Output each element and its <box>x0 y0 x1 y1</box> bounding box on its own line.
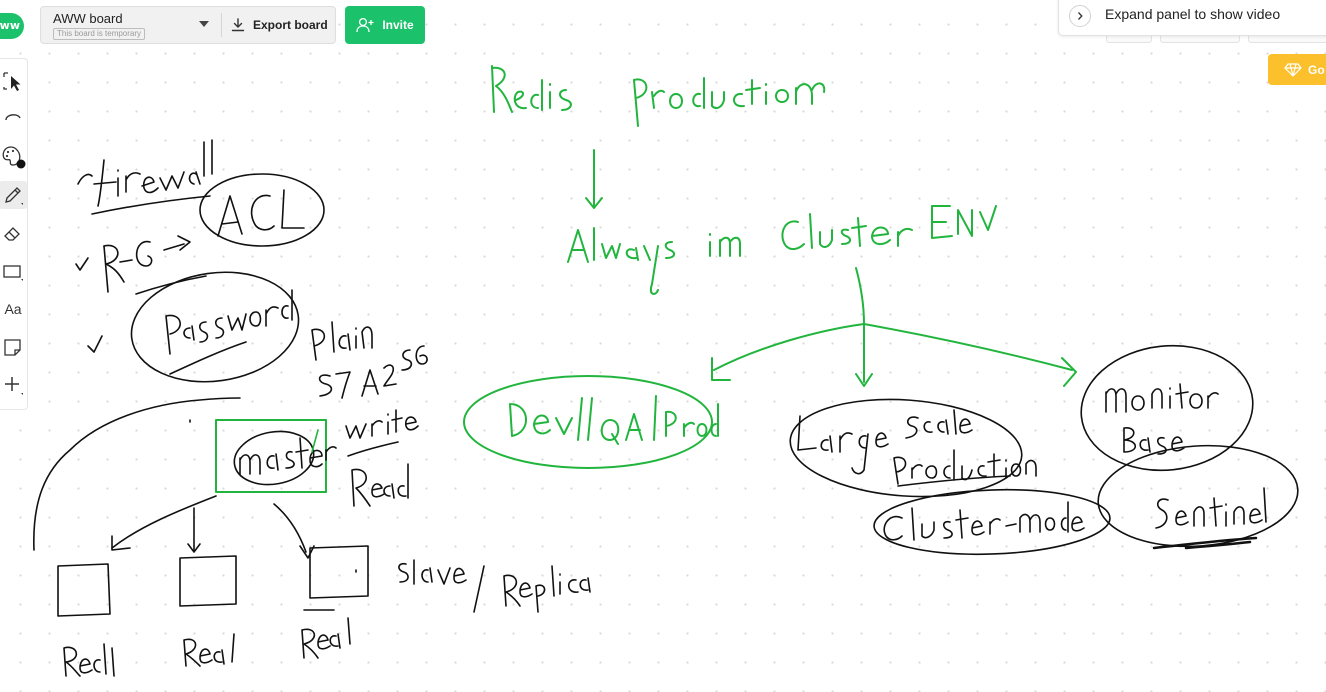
note-large-scale-production <box>789 398 1037 498</box>
diamond-icon <box>1284 62 1302 77</box>
download-icon <box>231 18 245 32</box>
text-icon: Aa <box>4 301 22 317</box>
curve-connector <box>33 397 241 551</box>
drawing-toolbar: Aa <box>0 58 28 410</box>
tool-add[interactable] <box>0 371 27 399</box>
export-board-label: Export board <box>253 18 328 32</box>
tool-text[interactable]: Aa <box>0 295 27 323</box>
note-always-cluster-env <box>567 205 997 295</box>
palette-icon <box>2 146 26 169</box>
add-user-icon <box>356 17 374 33</box>
board-header: AWW board This board is temporary Export… <box>40 6 336 44</box>
expand-panel-button[interactable] <box>1069 5 1091 27</box>
green-annotations <box>463 65 1077 469</box>
invite-label: Invite <box>382 18 414 32</box>
divider <box>221 13 222 37</box>
tool-select[interactable] <box>0 67 27 95</box>
note-dev-qa-prod <box>463 375 719 469</box>
note-write-read <box>345 409 419 507</box>
note-acl <box>199 173 325 247</box>
temporary-board-note: This board is temporary <box>53 28 146 40</box>
sticky-note-icon <box>4 339 21 356</box>
note-slave-replica <box>398 559 591 613</box>
black-annotations <box>33 139 1299 677</box>
video-panel: Expand panel to show video <box>1058 0 1326 36</box>
plus-icon <box>5 377 23 395</box>
tool-eraser[interactable] <box>0 219 27 247</box>
export-board-button[interactable]: Export board <box>231 7 328 43</box>
tool-shape[interactable] <box>0 257 27 285</box>
chevron-right-icon <box>1078 12 1083 20</box>
replica-boxes <box>57 545 369 617</box>
note-password <box>87 271 300 383</box>
note-monitor-base <box>1080 344 1254 472</box>
note-redis-production <box>491 65 826 127</box>
tool-sticky-note[interactable] <box>0 333 27 361</box>
lasso-icon <box>5 114 21 121</box>
branch-arrows <box>711 267 1077 387</box>
replica-arrows <box>111 495 315 559</box>
invite-button[interactable]: Invite <box>345 6 425 44</box>
aww-logo[interactable]: ww <box>0 13 24 39</box>
hidden-control[interactable] <box>1160 34 1240 43</box>
board-name[interactable]: AWW board <box>53 11 123 26</box>
tool-color[interactable] <box>0 143 27 171</box>
note-read-labels <box>63 617 351 677</box>
note-cluster-mode <box>873 488 1111 556</box>
chevron-down-icon[interactable] <box>199 21 209 27</box>
note-rg-arrow <box>75 235 191 293</box>
eraser-icon <box>4 227 20 241</box>
hidden-control[interactable] <box>1106 34 1152 43</box>
note-sentinel <box>1097 444 1299 550</box>
note-plain-sha256 <box>311 321 428 399</box>
upgrade-label: Go <box>1308 62 1325 77</box>
upgrade-button[interactable]: Go <box>1268 54 1326 85</box>
note-firewall <box>77 139 213 215</box>
note-master <box>233 429 337 486</box>
select-icon <box>3 72 21 91</box>
tool-pencil[interactable] <box>0 181 27 209</box>
tool-lasso[interactable] <box>0 105 27 133</box>
hidden-control[interactable] <box>1248 34 1326 43</box>
pencil-icon <box>5 187 23 205</box>
expand-panel-label: Expand panel to show video <box>1105 6 1281 22</box>
rectangle-icon <box>3 265 23 281</box>
